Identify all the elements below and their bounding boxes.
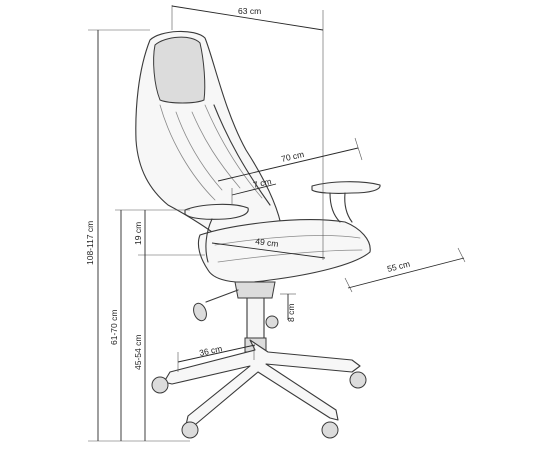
label-armrest-seat-height: 19 cm <box>133 222 143 245</box>
star-base <box>163 339 361 426</box>
dimension-armrest-height: 61-70 cm <box>109 209 190 441</box>
dimension-armrest-gap: 7 cm <box>231 176 277 204</box>
dimension-seat-thickness: 8 cm <box>280 293 296 322</box>
label-seat-height: 45-54 cm <box>133 335 143 370</box>
left-armrest-pad <box>184 203 249 220</box>
label-armrest-gap: 7 cm <box>252 176 272 190</box>
tilt-mechanism <box>234 281 276 299</box>
dimension-base-radius: 36 cm <box>177 343 256 372</box>
left-armrest-support <box>205 218 213 263</box>
label-seat-thickness: 8 cm <box>286 304 296 322</box>
headrest <box>153 36 206 104</box>
dimension-total-height: 108-117 cm <box>85 29 190 442</box>
label-seat-depth: 49 cm <box>255 236 279 249</box>
right-armrest-support <box>329 192 353 223</box>
height-lever <box>205 289 239 303</box>
casters <box>151 315 367 439</box>
label-base-radius: 36 cm <box>198 343 223 358</box>
label-armrest-height: 61-70 cm <box>109 310 119 345</box>
dimension-seat-depth: 49 cm <box>211 236 326 259</box>
dimension-top-width: 63 cm <box>171 5 324 260</box>
office-chair-illustration <box>135 30 381 439</box>
dimension-armrest-seat-height: 19 cm <box>133 210 146 255</box>
label-seat-width: 55 cm <box>386 259 411 274</box>
dimension-seat-height: 45-54 cm <box>133 254 205 441</box>
seat-cushion <box>197 219 371 283</box>
label-total-height: 108-117 cm <box>85 221 95 265</box>
label-top-width: 63 cm <box>238 6 261 16</box>
right-armrest-pad <box>311 181 381 194</box>
